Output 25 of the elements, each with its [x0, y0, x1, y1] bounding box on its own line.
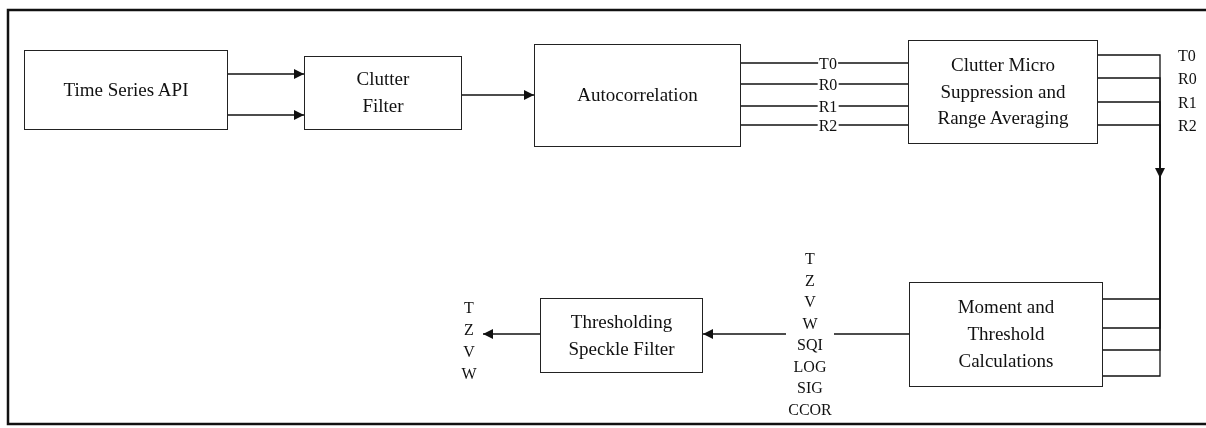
box-label: Clutter Filter [355, 67, 411, 118]
process-box [540, 298, 703, 373]
connector-line [740, 83, 909, 85]
arrow [482, 329, 541, 339]
box-label: Moment and Threshold Calculations [956, 295, 1056, 373]
box-label: Thresholding Speckle Filter [567, 309, 676, 361]
connector-line [740, 62, 909, 64]
process-box [304, 56, 462, 130]
arrow [461, 90, 535, 100]
edge-label: T0 [1177, 45, 1197, 65]
process-box [24, 50, 228, 130]
process-box [908, 40, 1098, 144]
process-box [909, 282, 1103, 387]
edge-label: R0 [1177, 68, 1198, 88]
output-label: T Z V W [461, 298, 477, 384]
box-label: Clutter Micro Suppression and Range Averaging [936, 52, 1070, 131]
box-label: Autocorrelation [577, 83, 698, 107]
arrow [227, 110, 305, 120]
process-box [534, 44, 741, 147]
connector-line [740, 124, 909, 126]
edge-label: R1 [1177, 92, 1198, 112]
connector-line [740, 105, 909, 107]
arrow [227, 69, 305, 79]
edge-label: R2 [1177, 115, 1198, 135]
box-label: Time Series API [63, 77, 189, 102]
